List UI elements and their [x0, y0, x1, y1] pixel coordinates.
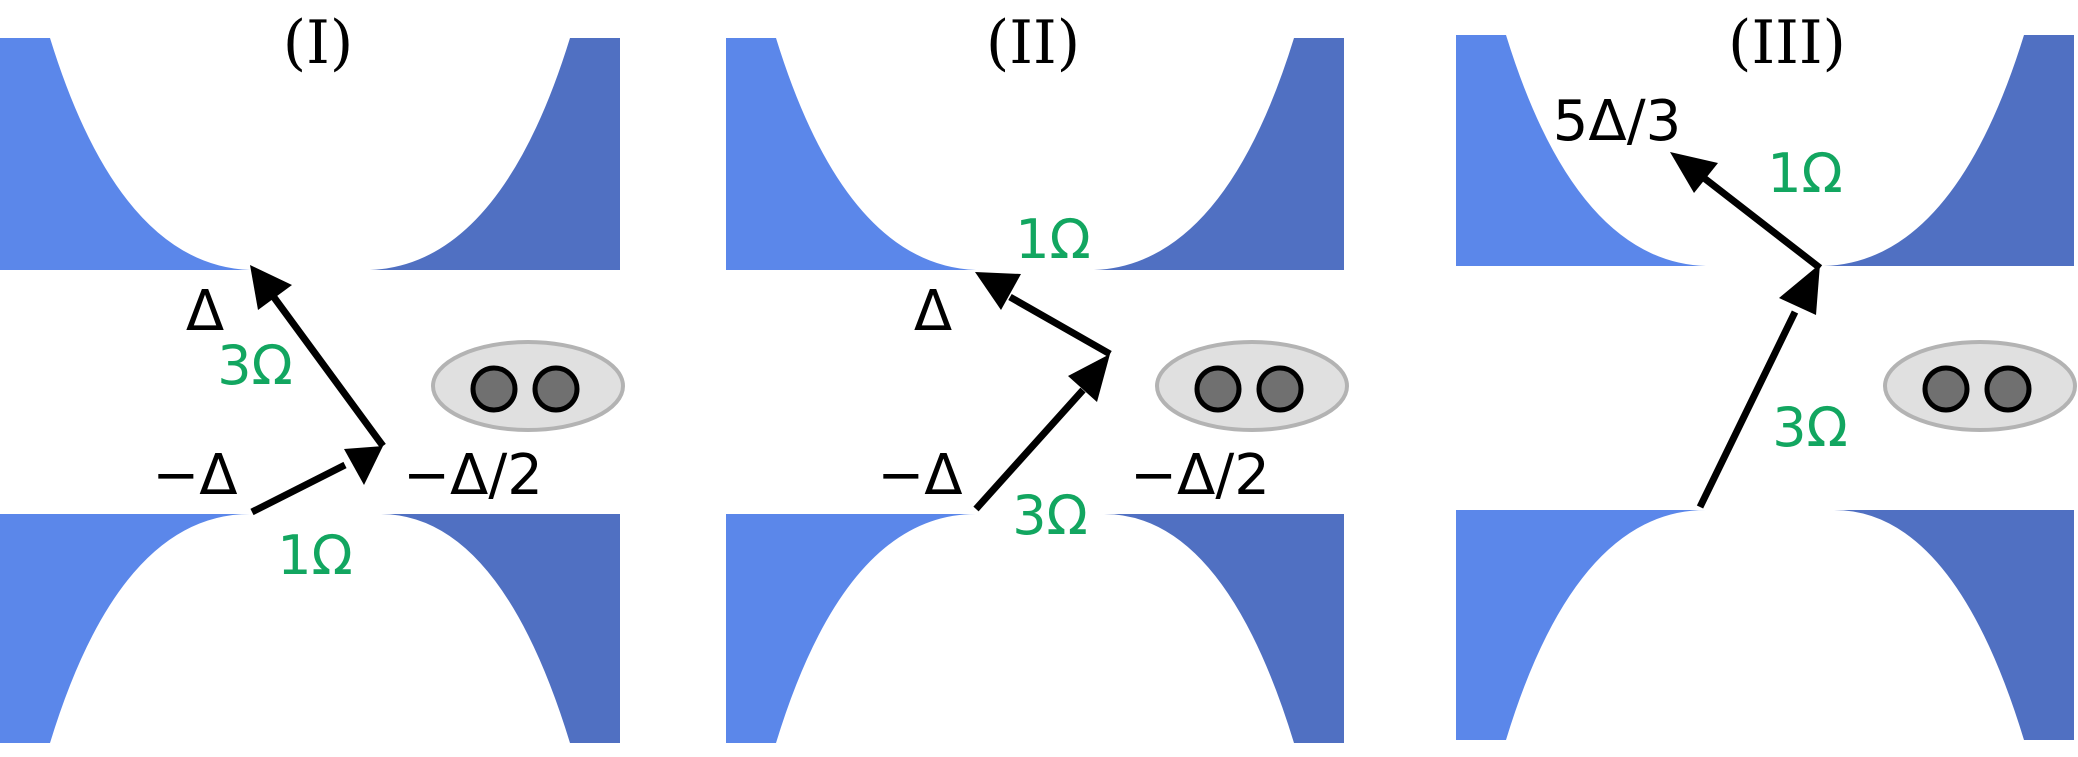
label-second-step: 1Ω — [1015, 208, 1091, 271]
label-final: 5Δ/3 — [1553, 89, 1681, 154]
label-second-step: 3Ω — [217, 334, 293, 397]
panel-title: (III) — [1728, 8, 1846, 78]
band-upper-left — [0, 38, 250, 270]
label-top-gap: Δ — [186, 279, 224, 344]
label-second-step: 1Ω — [1767, 142, 1843, 205]
band-upper-left — [726, 38, 976, 270]
arrow-step-2 — [250, 265, 386, 449]
band-lower-left — [1456, 510, 1706, 740]
panel-title: (I) — [283, 8, 354, 78]
arrow-step-2 — [975, 272, 1112, 358]
panel-3: (III) 5Δ/3 3Ω 1Ω — [1456, 8, 2077, 740]
arrow-step-1 — [1696, 264, 1820, 509]
cooper-pair-icon — [1883, 340, 2077, 432]
band-upper-right — [1094, 38, 1344, 270]
panel-1: (I) Δ −Δ −Δ/2 1Ω 3Ω — [0, 8, 625, 743]
band-lower-left — [726, 514, 976, 743]
panel-2: (II) Δ −Δ −Δ/2 3Ω 1Ω — [726, 8, 1349, 743]
label-first-step: 3Ω — [1012, 484, 1088, 547]
arrow-step-2 — [1670, 152, 1823, 271]
cooper-pair-icon — [1155, 340, 1349, 432]
band-lower-right — [1104, 514, 1344, 743]
band-upper-left — [1456, 35, 1706, 266]
label-first-step: 3Ω — [1772, 396, 1848, 459]
label-intermediate: −Δ/2 — [403, 443, 543, 508]
label-top-gap: Δ — [914, 279, 952, 344]
band-lower-left — [0, 514, 250, 743]
arrow-step-1 — [973, 354, 1110, 512]
label-bottom-gap: −Δ — [152, 443, 237, 508]
label-bottom-gap: −Δ — [877, 443, 962, 508]
label-intermediate: −Δ/2 — [1130, 443, 1270, 508]
band-upper-right — [370, 38, 620, 270]
panel-title: (II) — [986, 8, 1080, 78]
cooper-pair-icon — [431, 340, 625, 432]
band-lower-right — [1834, 510, 2074, 740]
arrow-step-1 — [250, 446, 383, 516]
label-first-step: 1Ω — [277, 524, 353, 587]
band-lower-right — [380, 514, 620, 743]
band-upper-right — [1824, 35, 2074, 266]
